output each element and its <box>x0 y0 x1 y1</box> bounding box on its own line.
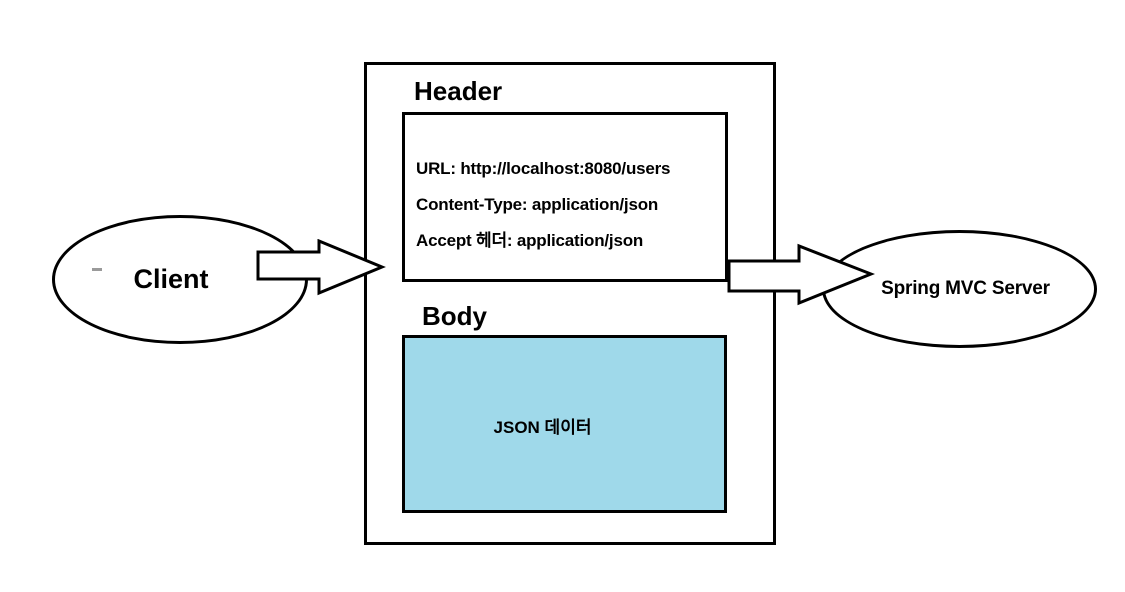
header-field-url: URL: http://localhost:8080/users <box>416 159 671 178</box>
body-json-label: JSON 데이터 <box>493 417 592 437</box>
header-fields-box: URL: http://localhost:8080/users Content… <box>402 112 728 282</box>
server-label: Spring MVC Server <box>881 278 1050 299</box>
request-to-server-arrow-icon <box>727 243 875 306</box>
body-json-box: JSON 데이터 <box>402 335 727 513</box>
client-label: Client <box>133 264 209 294</box>
server-node: Spring MVC Server <box>822 230 1097 348</box>
stray-dash-mark <box>92 268 102 271</box>
header-field-accept: Accept 헤더: application/json <box>416 231 644 250</box>
body-section-label: Body <box>422 301 487 331</box>
header-section-label: Header <box>414 76 503 106</box>
client-to-request-arrow-icon <box>256 239 386 296</box>
header-field-content-type: Content-Type: application/json <box>416 195 659 214</box>
